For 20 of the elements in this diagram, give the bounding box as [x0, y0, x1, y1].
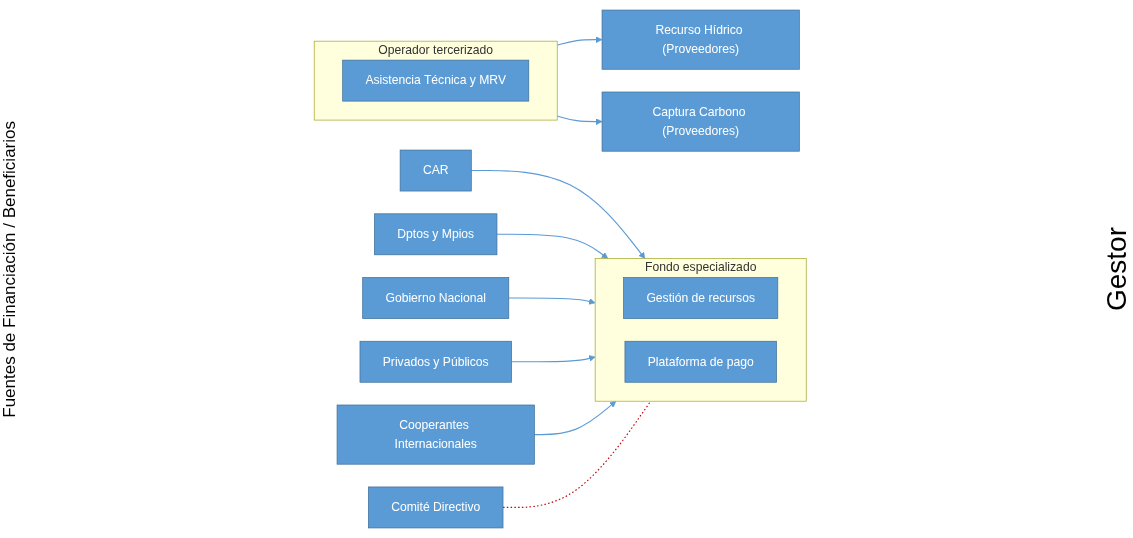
node-box: Privados y Públicos	[359, 340, 513, 383]
node-box: Gobierno Nacional	[362, 277, 510, 319]
node-box: Asistencia Técnica y MRV	[342, 59, 530, 102]
node-box: Gestión de recursos	[623, 277, 779, 319]
arrow	[534, 400, 617, 436]
arrow	[471, 170, 646, 259]
node-box: CAR	[400, 149, 472, 192]
node-box: Recurso Hídrico (Proveedores)	[601, 9, 800, 70]
node-box: Cooperantes Internacionales	[336, 404, 535, 465]
group-label: Gestor	[1101, 227, 1133, 311]
node-box: Comité Directivo	[368, 486, 504, 529]
node-box: Dptos y Mpios	[374, 213, 498, 256]
arrow	[508, 297, 596, 305]
node-box: Plataforma de pago	[624, 340, 778, 383]
node-box: Captura Carbono (Proveedores)	[601, 91, 800, 152]
arrow	[556, 36, 603, 46]
arrow	[511, 355, 596, 363]
arrow	[556, 115, 603, 125]
arrow	[496, 233, 609, 259]
axis-label: Fuentes de Financiación / Beneficiarios	[0, 120, 20, 418]
